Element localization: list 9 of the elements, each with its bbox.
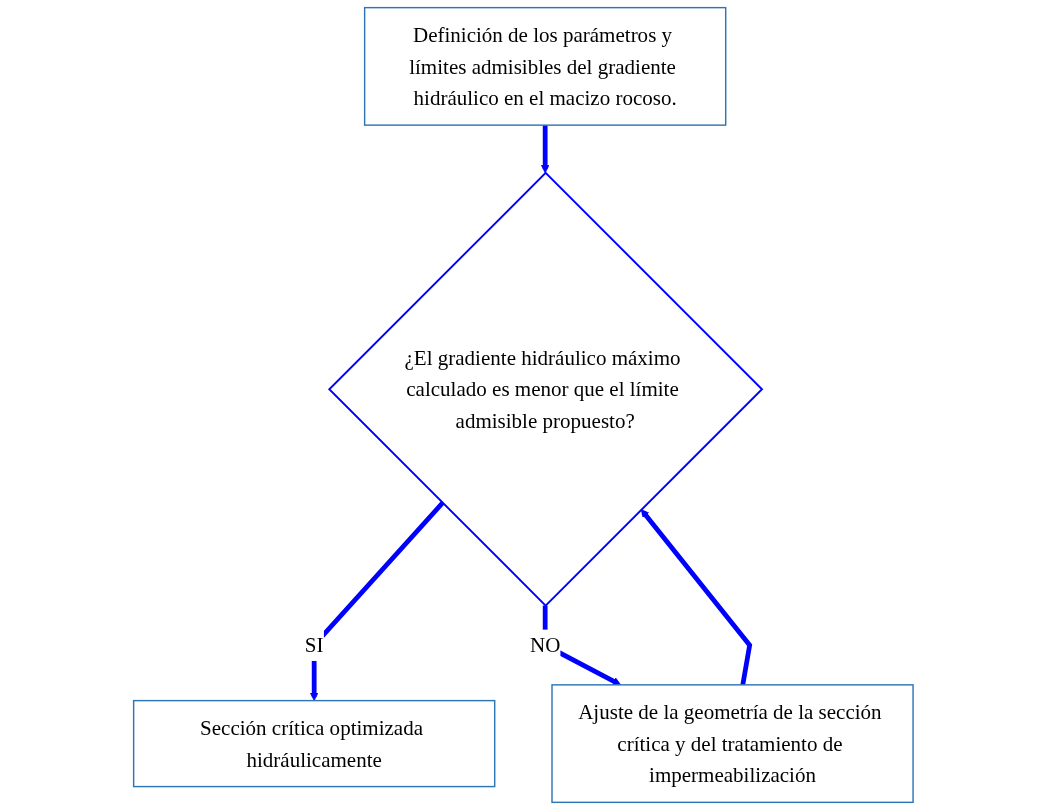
- arrow: [310, 501, 445, 701]
- node-diamond: ¿El gradiente hidráulico máximo calculado es menor que el límite admisible propuesto?: [328, 171, 764, 607]
- arrow: [641, 509, 753, 686]
- edge-label: SI: [304, 633, 324, 658]
- node-box: Ajuste de la geometría de la sección crítica y del tratamiento de impermeabilización: [551, 684, 914, 804]
- edge-label: NO: [530, 633, 561, 658]
- node-box: Sección crítica optimizada hidráulicamente: [133, 699, 496, 788]
- arrow: [541, 125, 550, 174]
- node-box: Definición de los parámetros y límites admisibles del gradiente hidráulico en el macizo rocoso.: [364, 6, 727, 126]
